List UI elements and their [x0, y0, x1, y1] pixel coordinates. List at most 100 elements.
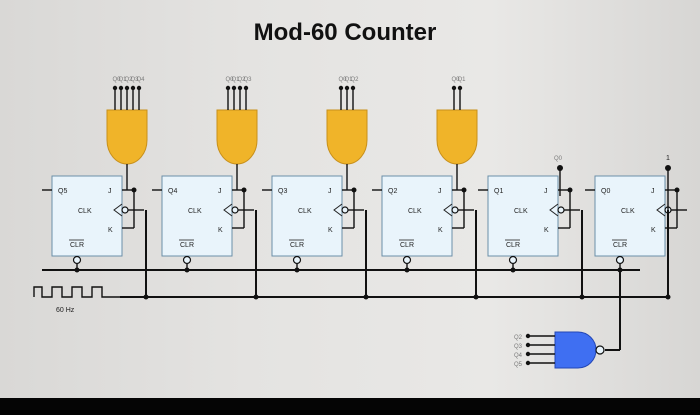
- clr-junction-dot: [294, 267, 300, 273]
- j-pin-label: J: [544, 188, 548, 195]
- nand-input-dot: [525, 342, 531, 348]
- flipflop-2: Q3 J K CLK CLR: [262, 175, 364, 273]
- q-pin-label: Q1: [494, 188, 503, 195]
- and-input-dot: [237, 85, 243, 91]
- nand-input-dot: [525, 360, 531, 366]
- clr-bubble: [402, 255, 412, 265]
- clk-triangle: [223, 203, 233, 217]
- clk-bubble: [557, 206, 565, 214]
- and-input-dot: [130, 85, 136, 91]
- j-pin-label: J: [328, 188, 332, 195]
- and-input-dot: [350, 85, 356, 91]
- and-input-label: Q0: [113, 77, 122, 83]
- clr-pin-label: CLR: [180, 242, 194, 249]
- clr-pin-label: CLR: [290, 242, 304, 249]
- clk-triangle: [333, 203, 343, 217]
- nand-gate-body: [554, 331, 597, 369]
- and-input-label: Q0: [452, 77, 461, 83]
- clr-junction-dot: [510, 267, 516, 273]
- j-pin-label: J: [438, 188, 442, 195]
- k-pin-label: K: [218, 227, 223, 234]
- k-pin-label: K: [328, 227, 333, 234]
- q-pin-label: Q3: [278, 188, 287, 195]
- clock-junction-dot-0: [143, 294, 149, 300]
- clk-pin-label: CLK: [78, 208, 92, 215]
- q-pin-label: Q0: [601, 188, 610, 195]
- clock-label: 60 Hz: [56, 307, 75, 314]
- clr-junction-dot: [74, 267, 80, 273]
- and-input-label: Q1: [345, 77, 354, 83]
- and-input-label: Q2: [351, 77, 360, 83]
- clr-bubble: [72, 255, 82, 265]
- k-pin-label: K: [651, 227, 656, 234]
- clock-waveform: [33, 286, 120, 298]
- jk-junction-dot: [461, 187, 467, 193]
- clr-pin-label: CLR: [506, 242, 520, 249]
- nand-input-label: Q4: [514, 353, 523, 359]
- and-input-dot: [338, 85, 344, 91]
- and-input-dot: [118, 85, 124, 91]
- clock-junction-dot-4: [579, 294, 585, 300]
- flipflop-body: [381, 175, 453, 257]
- and-input-label: Q3: [244, 77, 253, 83]
- k-pin-label: K: [108, 227, 113, 234]
- jk-junction-dot: [131, 187, 137, 193]
- logic-one-label: 1: [666, 155, 670, 162]
- jk-junction-dot: [241, 187, 247, 193]
- clk-triangle: [113, 203, 123, 217]
- and-gate-body: [106, 109, 148, 165]
- and-input-label: Q3: [131, 77, 140, 83]
- clk-triangle: [443, 203, 453, 217]
- k-pin-label: K: [438, 227, 443, 234]
- q-pin-label: Q2: [388, 188, 397, 195]
- jk-junction-dot: [674, 187, 680, 193]
- clk-pin-label: CLK: [298, 208, 312, 215]
- clk-pin-label: CLK: [621, 208, 635, 215]
- clk-triangle: [549, 203, 559, 217]
- clr-junction-dot: [617, 267, 623, 273]
- clk-bubble: [121, 206, 129, 214]
- clr-junction-dot: [404, 267, 410, 273]
- nand-input-label: Q3: [514, 344, 523, 350]
- clk-pin-label: CLK: [514, 208, 528, 215]
- and-gate-body: [216, 109, 258, 165]
- and-input-dot: [112, 85, 118, 91]
- clock-junction-dot-2: [363, 294, 369, 300]
- clr-bubble: [292, 255, 302, 265]
- and-input-dot: [344, 85, 350, 91]
- nand-input-dot: [525, 333, 531, 339]
- flipflop-body: [161, 175, 233, 257]
- q0-tap-label: Q0: [554, 156, 563, 162]
- clk-pin-label: CLK: [188, 208, 202, 215]
- clr-pin-label: CLR: [400, 242, 414, 249]
- and-input-label: Q0: [339, 77, 348, 83]
- nand-output-bubble: [595, 345, 605, 355]
- and-input-dot: [124, 85, 130, 91]
- nand-input-label: Q5: [514, 362, 523, 368]
- and-input-label: Q1: [119, 77, 128, 83]
- and-input-label: Q1: [232, 77, 241, 83]
- and-input-dot: [457, 85, 463, 91]
- q-pin-label: Q4: [168, 188, 177, 195]
- flipflop-body: [51, 175, 123, 257]
- nand-input-label: Q2: [514, 335, 523, 341]
- nand-input-dot: [525, 351, 531, 357]
- clock-junction-dot-3: [473, 294, 479, 300]
- clr-pin-label: CLR: [613, 242, 627, 249]
- clr-junction-dot: [184, 267, 190, 273]
- clr-bubble: [508, 255, 518, 265]
- clr-bubble: [615, 255, 625, 265]
- clk-triangle: [656, 203, 666, 217]
- and-input-dot: [243, 85, 249, 91]
- flipflop-body: [594, 175, 666, 257]
